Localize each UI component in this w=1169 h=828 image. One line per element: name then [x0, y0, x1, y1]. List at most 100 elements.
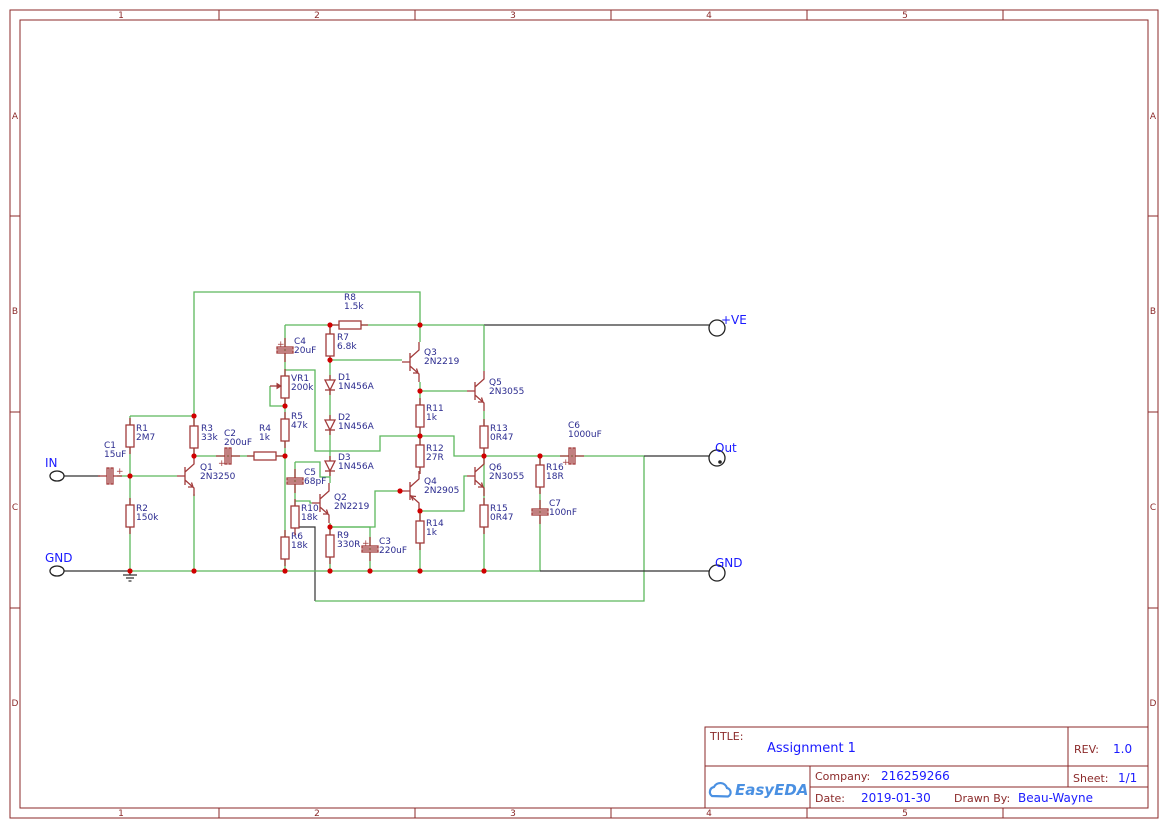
component-designator: D3	[338, 453, 351, 463]
component-designator: C1	[104, 441, 116, 451]
component-designator: VR1	[291, 374, 309, 384]
wire[interactable]	[295, 526, 316, 601]
company-label: Company:	[815, 770, 870, 783]
component-designator: C4	[294, 337, 306, 347]
sheet-label: Sheet:	[1073, 772, 1109, 785]
component-designator: R7	[337, 333, 349, 343]
resistor-icon	[280, 536, 290, 560]
easyeda-logo: EasyEDA	[708, 781, 808, 799]
vplus-terminal[interactable]	[708, 319, 726, 337]
wire[interactable]	[420, 475, 467, 512]
resistor-icon	[125, 424, 135, 448]
component-value: 220uF	[379, 546, 407, 556]
component-value: 2N2219	[424, 357, 460, 367]
terminals: IN GND +VE Out GND	[45, 313, 747, 582]
junction-dot	[327, 524, 333, 530]
resistor-icon	[535, 464, 545, 488]
date-value: 2019-01-30	[861, 791, 931, 805]
polarity-plus-icon: +	[218, 459, 226, 469]
junction-dot	[127, 568, 133, 574]
gnd-terminal-left[interactable]	[49, 565, 65, 577]
gnd-terminal-right[interactable]	[708, 564, 726, 582]
component-designator: C3	[379, 537, 391, 547]
component-value: 1k	[259, 433, 271, 443]
junction-dot	[417, 508, 423, 514]
wire-feedback[interactable]	[315, 456, 645, 602]
wire[interactable]	[330, 490, 402, 528]
drawn-by-label: Drawn By:	[954, 792, 1010, 805]
title-label: TITLE:	[709, 730, 743, 743]
wire[interactable]	[295, 500, 312, 504]
column-marker-top: 5	[902, 11, 908, 21]
junction-dot	[327, 357, 333, 363]
component-designator: R16	[546, 463, 564, 473]
component-value: 1N456A	[338, 422, 375, 432]
component-designator: R5	[291, 412, 303, 422]
net-label-vplus: +VE	[721, 313, 747, 327]
components: R12M7R2150kR333kR41kR547kR618kR76.8kR81.…	[98, 293, 602, 566]
resistor-icon	[479, 425, 489, 449]
component-value: 1N456A	[338, 382, 375, 392]
resistor-icon	[290, 505, 300, 529]
wire[interactable]	[269, 386, 285, 407]
rev-value: 1.0	[1113, 742, 1132, 756]
diode-icon	[323, 379, 337, 392]
column-marker-bottom: 5	[902, 809, 908, 819]
polarity-plus-icon: +	[562, 458, 570, 468]
capacitor-icon	[286, 477, 304, 481]
component-designator: R3	[201, 424, 213, 434]
component-value: 18R	[546, 472, 564, 482]
wire[interactable]	[295, 461, 330, 478]
row-marker-right: A	[1150, 112, 1157, 122]
in-terminal[interactable]	[49, 470, 65, 482]
title-block-border	[704, 726, 1149, 809]
junction-dot	[282, 453, 288, 459]
wire[interactable]	[285, 369, 484, 457]
component-designator: R8	[344, 293, 356, 303]
resistor-icon	[189, 425, 199, 449]
logo-text: EasyEDA	[735, 781, 808, 799]
column-marker-top: 1	[118, 11, 124, 21]
junction-dot	[191, 568, 197, 574]
capacitor-icon	[361, 545, 379, 549]
component-r8[interactable]: R81.5k	[332, 293, 368, 330]
outer-border	[9, 9, 1159, 819]
component-designator: R6	[291, 532, 303, 542]
junction-dot	[537, 453, 543, 459]
component-designator: R13	[490, 424, 508, 434]
junction-dot	[367, 568, 373, 574]
component-designator: Q4	[424, 477, 437, 487]
